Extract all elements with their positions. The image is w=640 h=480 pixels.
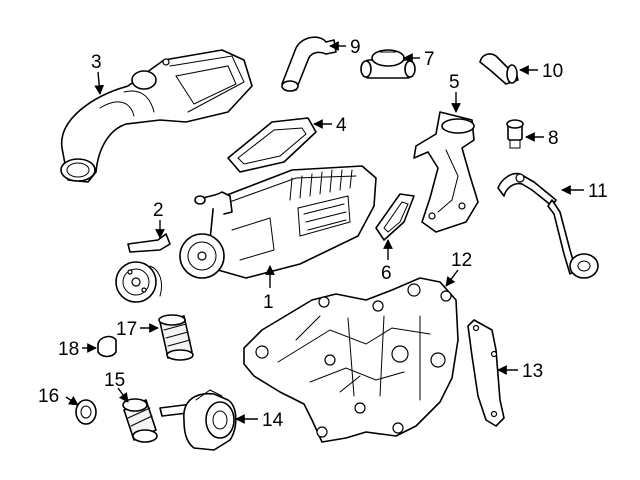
callout-label-10: 10 [542, 61, 563, 82]
callout-label-6: 6 [381, 263, 392, 284]
callout-label-16: 16 [38, 386, 59, 407]
callout-16: 16 [38, 386, 79, 407]
callout-label-4: 4 [336, 115, 347, 136]
part-4-gasket [227, 117, 317, 173]
callout-18: 18 [58, 339, 97, 360]
callout-11: 11 [561, 181, 608, 202]
callout-label-9: 9 [350, 37, 361, 58]
part-8-sensor [506, 119, 524, 149]
callout-label-11: 11 [588, 181, 608, 202]
callout-label-3: 3 [91, 52, 102, 73]
part-11-tube [497, 172, 599, 279]
part-5-throttle-adapter [413, 111, 479, 233]
part-9-hose [281, 36, 337, 92]
callout-label-1: 1 [263, 292, 274, 313]
callout-label-2: 2 [153, 200, 164, 221]
callout-6: 6 [381, 239, 393, 284]
callout-14: 14 [235, 410, 284, 431]
part-13-cover-plate [467, 319, 505, 427]
callout-label-13: 13 [522, 361, 543, 382]
callout-8: 8 [525, 128, 559, 149]
callout-label-7: 7 [424, 49, 435, 70]
part-10-elbow-hose [479, 53, 519, 85]
part-7-valve [360, 49, 416, 79]
part-18-plug [97, 335, 117, 358]
callout-2: 2 [153, 200, 165, 239]
callout-label-17: 17 [116, 319, 137, 340]
part-12-mounting-bracket [243, 277, 459, 443]
callout-label-12: 12 [451, 250, 472, 271]
part-14-tensioner [159, 389, 237, 451]
callout-5: 5 [449, 72, 461, 113]
callout-12: 12 [445, 250, 472, 287]
callout-3: 3 [91, 52, 105, 95]
callout-9: 9 [329, 37, 361, 58]
part-6-gasket [375, 193, 415, 241]
part-3-air-inlet-duct [60, 49, 253, 183]
callout-7: 7 [403, 49, 435, 70]
callout-label-8: 8 [548, 128, 559, 149]
callout-label-18: 18 [58, 339, 79, 360]
part-15-pulley [122, 398, 158, 443]
callout-4: 4 [313, 115, 347, 136]
part-1-supercharger [179, 165, 377, 279]
part-17-idler-pulley [158, 314, 194, 361]
callout-label-15: 15 [104, 370, 125, 391]
callout-17: 17 [116, 319, 159, 340]
part-16-cap [75, 399, 97, 425]
callout-10: 10 [519, 61, 563, 82]
callout-15: 15 [104, 370, 129, 403]
callout-1: 1 [263, 265, 275, 313]
callout-label-5: 5 [449, 72, 460, 93]
callout-label-14: 14 [262, 410, 284, 431]
part-2-bypass-assembly [115, 233, 171, 303]
callout-13: 13 [497, 361, 543, 382]
